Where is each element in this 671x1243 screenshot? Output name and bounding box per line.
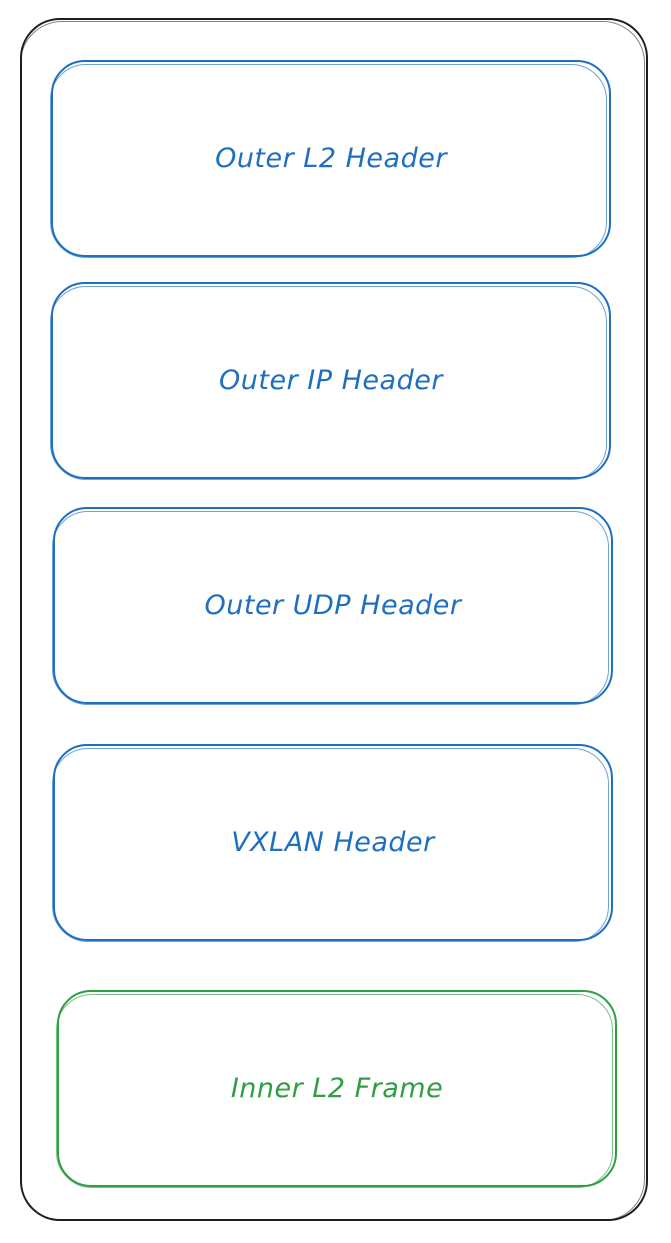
outer-ip-header-box: Outer IP Header: [50, 282, 611, 480]
outer-ip-header-label: Outer IP Header: [219, 365, 443, 396]
outer-udp-header-label: Outer UDP Header: [204, 590, 462, 621]
packet-frame: [20, 18, 648, 1221]
vxlan-header-box: VXLAN Header: [52, 744, 613, 942]
inner-l2-frame-box: Inner L2 Frame: [56, 990, 617, 1188]
outer-udp-header-box: Outer UDP Header: [52, 507, 613, 705]
inner-l2-frame-label: Inner L2 Frame: [230, 1073, 444, 1104]
outer-l2-header-box: Outer L2 Header: [50, 60, 611, 258]
vxlan-header-label: VXLAN Header: [231, 827, 435, 858]
outer-l2-header-label: Outer L2 Header: [215, 143, 447, 174]
